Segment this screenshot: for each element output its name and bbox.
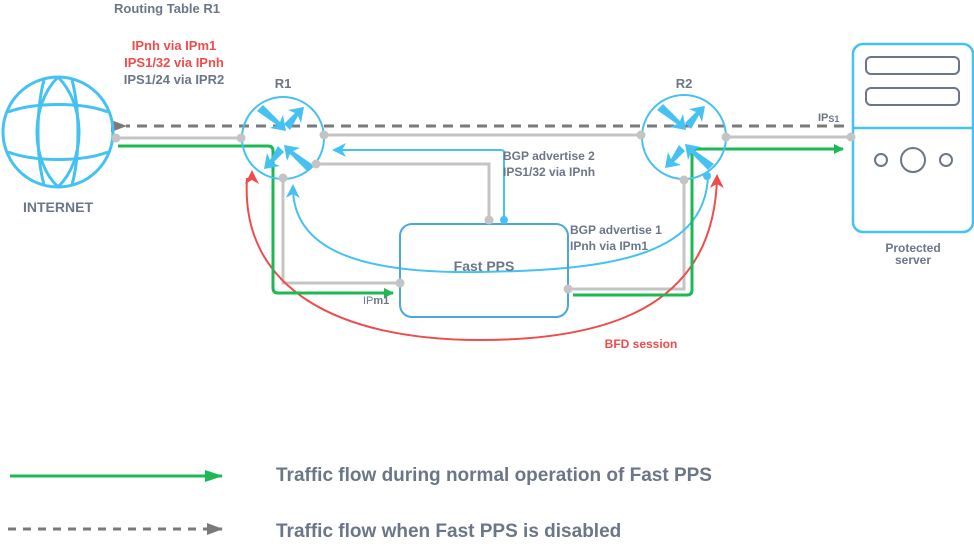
r2-label: R2 [676,76,693,91]
legend-disabled-label: Traffic flow when Fast PPS is disabled [276,521,621,542]
bgp-advertise-1-title: BGP advertise 1 [570,223,662,237]
router-icon [641,94,727,180]
bfd-session-label: BFD session [605,337,678,351]
connection-points [111,130,856,294]
link-r1-fastpps-top [316,162,491,220]
ips1-label: IPS1 [818,112,839,124]
server-label-line2: server [895,253,931,267]
routing-entry: IPS1/32 via IPnh [124,55,224,70]
legend: Traffic flow during normal operation of … [8,465,712,542]
physical-links [116,133,851,291]
routing-entry: IPS1/24 via IPR2 [124,72,224,87]
internet-label: INTERNET [23,199,93,215]
globe-grid [36,79,80,186]
fast-pps-box[interactable]: Fast PPS [399,223,569,318]
router-arrows-icon [657,104,714,170]
server-icon[interactable] [851,42,974,234]
bgp-point-fastpps [500,216,508,224]
fast-pps-label: Fast PPS [454,258,515,274]
bgp-point-r2 [703,172,711,180]
bgp-advertise-2-arrow [332,143,505,220]
link-fastpps-r2 [568,180,686,291]
r1-label: R1 [275,76,292,91]
server-label-line1: Protected [885,241,940,255]
legend-normal-label: Traffic flow during normal operation of … [276,465,712,486]
bgp-advertise-2-title: BGP advertise 2 [503,149,595,163]
normal-flow-internet-to-fastpps [118,144,394,298]
routing-entry: IPnh via IPm1 [132,38,217,53]
bgp-advertise-1-route: IPnh via IPm1 [570,239,648,253]
globe-icon [1,75,115,189]
ipm1-label: IPm1 [363,295,389,307]
router-arrows-icon [257,105,313,171]
bgp-advertise-1-arrow [285,175,709,274]
bgp-advertise-2-route: IPS1/32 via IPnh [503,165,595,179]
routing-table-title: Routing Table R1 [114,1,220,16]
link-r1-fastpps-left [281,178,400,285]
router-icon [241,96,325,180]
bfd-session-arc [245,174,724,342]
